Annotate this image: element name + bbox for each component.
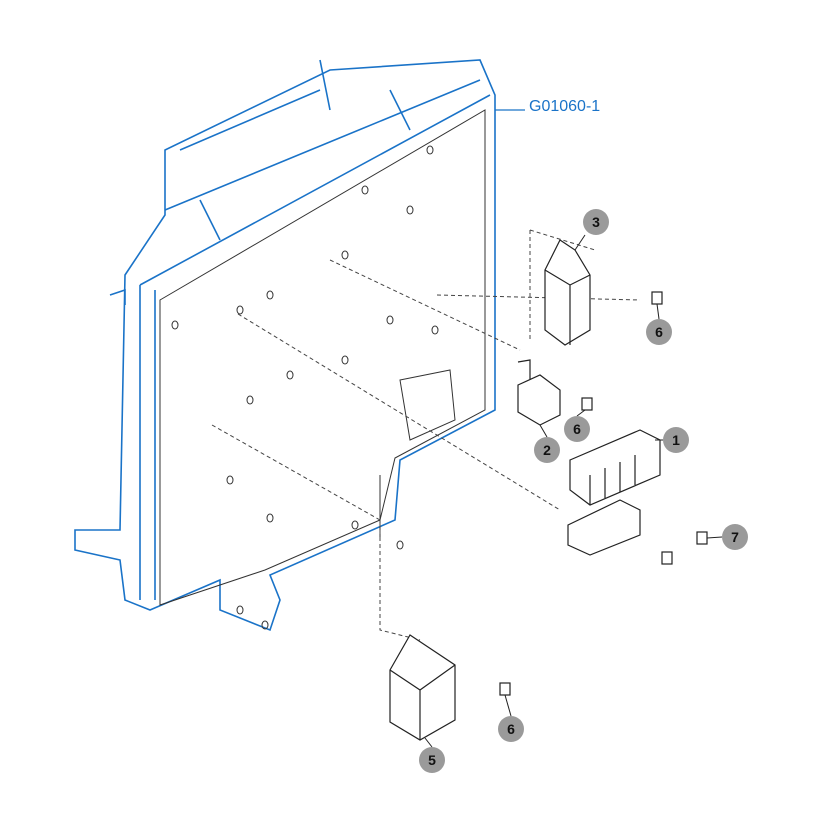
callout-1: 1 <box>655 427 689 453</box>
panel-holes <box>171 145 439 630</box>
svg-text:6: 6 <box>507 721 515 737</box>
callout-3: 3 <box>574 209 609 251</box>
svg-text:5: 5 <box>428 752 436 768</box>
panel-inner <box>159 109 486 606</box>
leader-lines <box>211 229 641 641</box>
svg-text:3: 3 <box>592 214 600 230</box>
svg-text:6: 6 <box>573 421 581 437</box>
mounting-panel <box>74 59 496 632</box>
callout-7: 7 <box>706 524 748 550</box>
svg-text:2: 2 <box>543 442 551 458</box>
bolts <box>499 291 708 696</box>
relay-box-3 <box>544 239 591 346</box>
callout-6a: 6 <box>646 303 672 345</box>
callout-2: 2 <box>534 424 560 463</box>
svg-text:1: 1 <box>672 432 680 448</box>
callout-6c: 6 <box>498 694 524 742</box>
callout-6b: 6 <box>564 409 590 442</box>
reference-label: G01060-1 <box>529 98 601 115</box>
callout-5: 5 <box>419 737 445 773</box>
svg-text:6: 6 <box>655 324 663 340</box>
relay-group-1 <box>567 429 661 556</box>
relay-2 <box>517 359 561 426</box>
svg-text:7: 7 <box>731 529 739 545</box>
relay-box-5 <box>389 634 456 741</box>
